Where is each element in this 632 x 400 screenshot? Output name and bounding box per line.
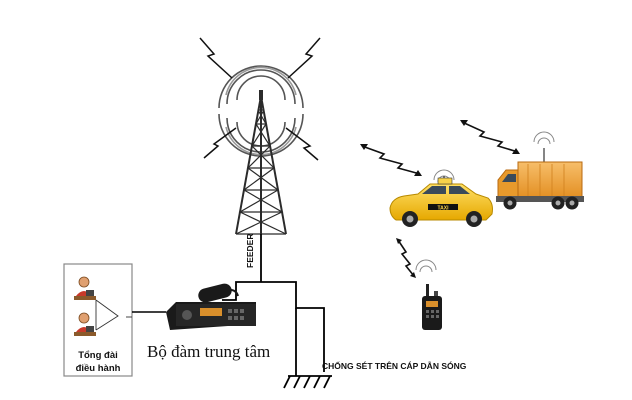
dispatch-label-line2: điều hành bbox=[76, 363, 121, 374]
taxi-door-text: TAXI bbox=[437, 205, 449, 211]
cargo-truck-icon bbox=[496, 131, 584, 210]
taxi-car-icon: TAXI bbox=[389, 169, 493, 227]
handheld-radio-icon bbox=[415, 259, 442, 330]
radio-tower-icon bbox=[199, 37, 321, 235]
ground-symbol-icon bbox=[283, 375, 332, 389]
dispatch-operator-icon bbox=[63, 263, 133, 377]
signal-zigzag-icon bbox=[360, 120, 520, 278]
base-station-radio-icon bbox=[166, 283, 256, 330]
base-radio-label: Bộ đàm trung tâm bbox=[147, 342, 271, 361]
dispatch-label-line1: Tổng đài bbox=[78, 350, 118, 361]
feeder-label: FEEDER bbox=[245, 234, 255, 268]
lightning-protection-label: CHỐNG SÉT TRÊN CÁP DẪN SÓNG bbox=[322, 360, 467, 371]
